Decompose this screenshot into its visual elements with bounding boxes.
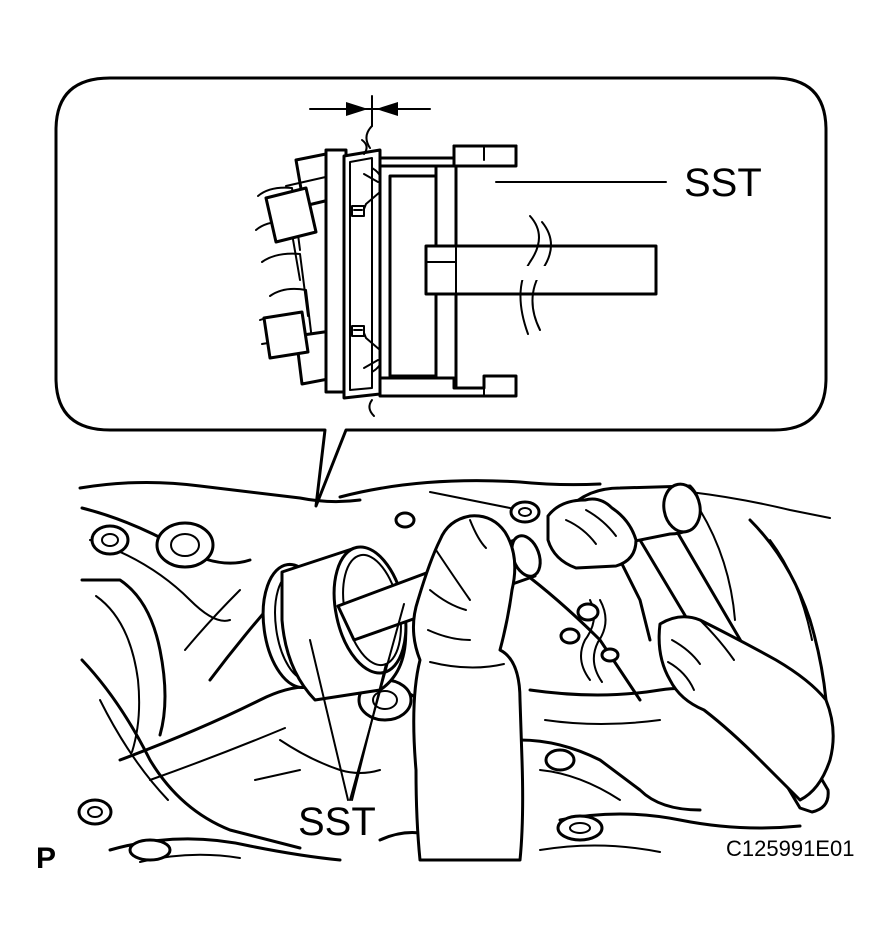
- left-hand: [412, 514, 525, 862]
- right-hand-hammer: [546, 482, 835, 814]
- sst-leader-lines: [309, 603, 405, 801]
- cross-section-detail: [255, 95, 667, 417]
- bolt-head: [394, 511, 416, 529]
- sst-cross-section: [378, 144, 658, 398]
- sst-main-label: SST: [298, 800, 376, 844]
- sst-callout-label: SST: [684, 161, 762, 205]
- dimension-arrows-icon: [309, 95, 431, 149]
- bolt-head: [90, 524, 130, 556]
- bolt-head: [155, 521, 215, 569]
- view-code-label: P: [36, 842, 57, 875]
- figure-id-label: C125991E01: [726, 836, 855, 861]
- bolt-head: [77, 798, 113, 826]
